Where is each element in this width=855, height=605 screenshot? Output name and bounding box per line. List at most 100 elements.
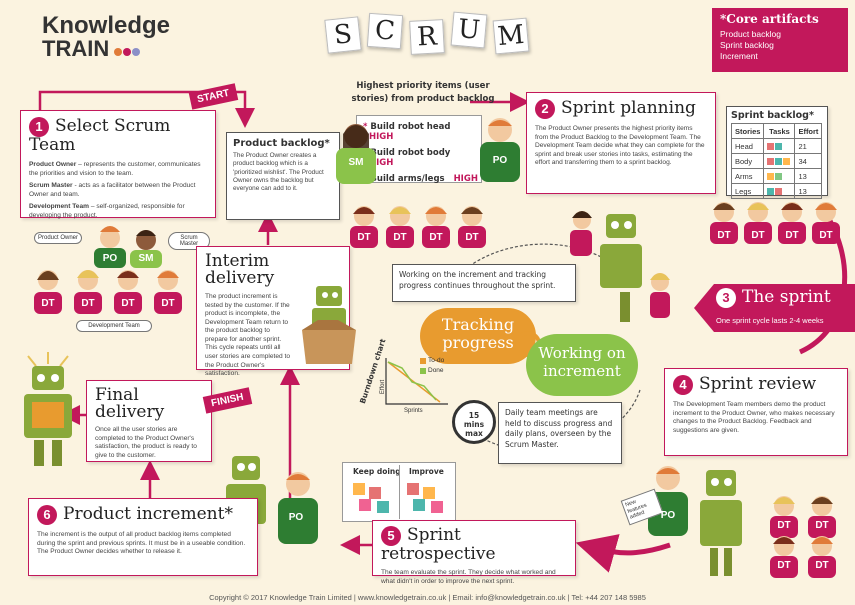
working-note-box: Working on the increment and tracking pr…: [392, 264, 576, 302]
planning-people-icon: [336, 118, 520, 248]
title-tile-c: C: [366, 12, 404, 50]
final-delivery-title: Final delivery: [95, 385, 165, 422]
label-dt: DT: [465, 232, 479, 243]
burndown-legend-todo: To-do: [428, 357, 445, 364]
label-dt: DT: [121, 298, 135, 309]
label-dt: DT: [815, 560, 829, 571]
step3-subtitle: One sprint cycle lasts 2-4 weeks: [716, 316, 824, 325]
core-artifacts-box: *Core artifacts Product backlog Sprint b…: [712, 8, 848, 72]
step1-title: Select Scrum Team: [29, 116, 171, 155]
robot-in-box-icon: [302, 286, 356, 364]
step6-text: The increment is the output of all produ…: [37, 531, 246, 556]
bubble-product-owner: Product Owner: [34, 232, 82, 244]
core-artifacts-title: *Core artifacts: [720, 12, 819, 26]
step2-sprint-planning: 2 Sprint planning The Product Owner prese…: [526, 92, 716, 194]
burndown-xlabel: Sprints: [404, 408, 423, 414]
title-tile-u: U: [450, 11, 488, 49]
product-backlog-title: Product backlog*: [233, 138, 330, 149]
label-dt: DT: [815, 520, 829, 531]
title-tile-s: S: [324, 16, 362, 54]
label-dt: DT: [777, 560, 791, 571]
interim-title: Interim delivery: [205, 251, 275, 288]
step6-title: Product increment*: [63, 504, 233, 525]
product-backlog-text: The Product Owner creates a product back…: [233, 152, 324, 193]
tracking-progress-label: Tracking progress: [441, 315, 515, 353]
label-dt: DT: [717, 230, 731, 241]
title-tile-r: R: [409, 19, 445, 55]
highest-priority-label: Highest priority items (user stories) fr…: [351, 81, 495, 104]
retro-board: Keep doing Improve: [342, 462, 456, 522]
step3-the-sprint: 3 The sprint One sprint cycle lasts 2-4 w…: [690, 280, 855, 344]
burndown-plot-icon: [385, 358, 448, 405]
sprint-team-icon: [710, 202, 840, 244]
burndown-chart: Burndown chart To-do Done Effort Sprints: [358, 338, 456, 426]
team-people-icon: [34, 226, 182, 314]
daily-meeting-box: Daily team meetings are held to discuss …: [498, 402, 622, 464]
step5-title: Sprint retrospective: [381, 525, 496, 564]
sticky-notes-icon: [353, 483, 443, 513]
label-po: PO: [288, 512, 304, 523]
working-on-increment-label: Working on increment: [538, 344, 626, 380]
step3-title: The sprint: [742, 287, 831, 308]
review-people-icon: [648, 466, 836, 578]
label-dt: DT: [429, 232, 443, 243]
daily-meeting-text: Daily team meetings are held to discuss …: [505, 408, 613, 449]
footer: Copyright © 2017 Knowledge Train Limited…: [209, 593, 646, 602]
role-product-owner: Product Owner – represents the customer,…: [29, 161, 201, 177]
board-item: * Build robot head HIGH: [363, 122, 451, 142]
brand-line1: Knowledge: [42, 12, 171, 39]
step3-number: 3: [716, 288, 736, 308]
step2-text: The Product Owner presents the highest p…: [535, 125, 705, 167]
step5-text: The team evaluate the sprint. They decid…: [381, 569, 556, 585]
clock-label: 15 mins max: [463, 411, 485, 438]
working-note-text: Working on the increment and tracking pr…: [399, 270, 556, 290]
label-po: PO: [102, 253, 118, 264]
label-dt: DT: [819, 230, 833, 241]
step4-number: 4: [673, 375, 693, 395]
step4-text: The Development Team members demo the pr…: [673, 401, 835, 434]
label-dt: DT: [785, 230, 799, 241]
product-backlog-box: Product backlog* The Product Owner creat…: [226, 132, 340, 220]
title-tile-m: M: [492, 17, 530, 55]
brand-logo: Knowledge TRAIN: [42, 14, 170, 60]
label-po: PO: [492, 155, 508, 166]
label-dt: DT: [41, 298, 55, 309]
core-artifact-item: Product backlog: [720, 29, 781, 39]
team-illustration: Product Owner Scrum Master PO SM DT DT D…: [20, 220, 210, 340]
burndown-legend-done: Done: [428, 367, 444, 374]
clock-icon: 15 mins max: [452, 400, 496, 444]
finished-robot-icon: [24, 352, 72, 466]
step2-number: 2: [535, 99, 555, 119]
step1-number: 1: [29, 117, 49, 137]
bubble-development-team: Development Team: [76, 320, 152, 332]
step4-sprint-review: 4 Sprint review The Development Team memb…: [664, 368, 848, 456]
final-delivery-text: Once all the user stories are completed …: [95, 426, 197, 459]
retro-keep-label: Keep doing: [353, 467, 401, 476]
interim-text: The product increment is tested by the c…: [205, 293, 291, 378]
sprint-workers-icon: [570, 211, 670, 322]
label-dt: DT: [751, 230, 765, 241]
sprint-backlog-title: Sprint backlog*: [731, 110, 814, 121]
step2-title: Sprint planning: [561, 98, 696, 119]
label-sm: SM: [348, 157, 364, 168]
label-dt: DT: [357, 232, 371, 243]
retro-improve-label: Improve: [409, 467, 444, 476]
brand-dots: [113, 43, 141, 60]
tracking-progress-badge: Tracking progress: [420, 308, 536, 364]
brand-line2: TRAIN: [42, 36, 110, 61]
bubble-scrum-master: Scrum Master: [168, 232, 210, 250]
label-dt: DT: [393, 232, 407, 243]
working-on-increment-badge: Working on increment: [526, 334, 638, 396]
step4-title: Sprint review: [699, 374, 817, 395]
label-dt: DT: [161, 298, 175, 309]
